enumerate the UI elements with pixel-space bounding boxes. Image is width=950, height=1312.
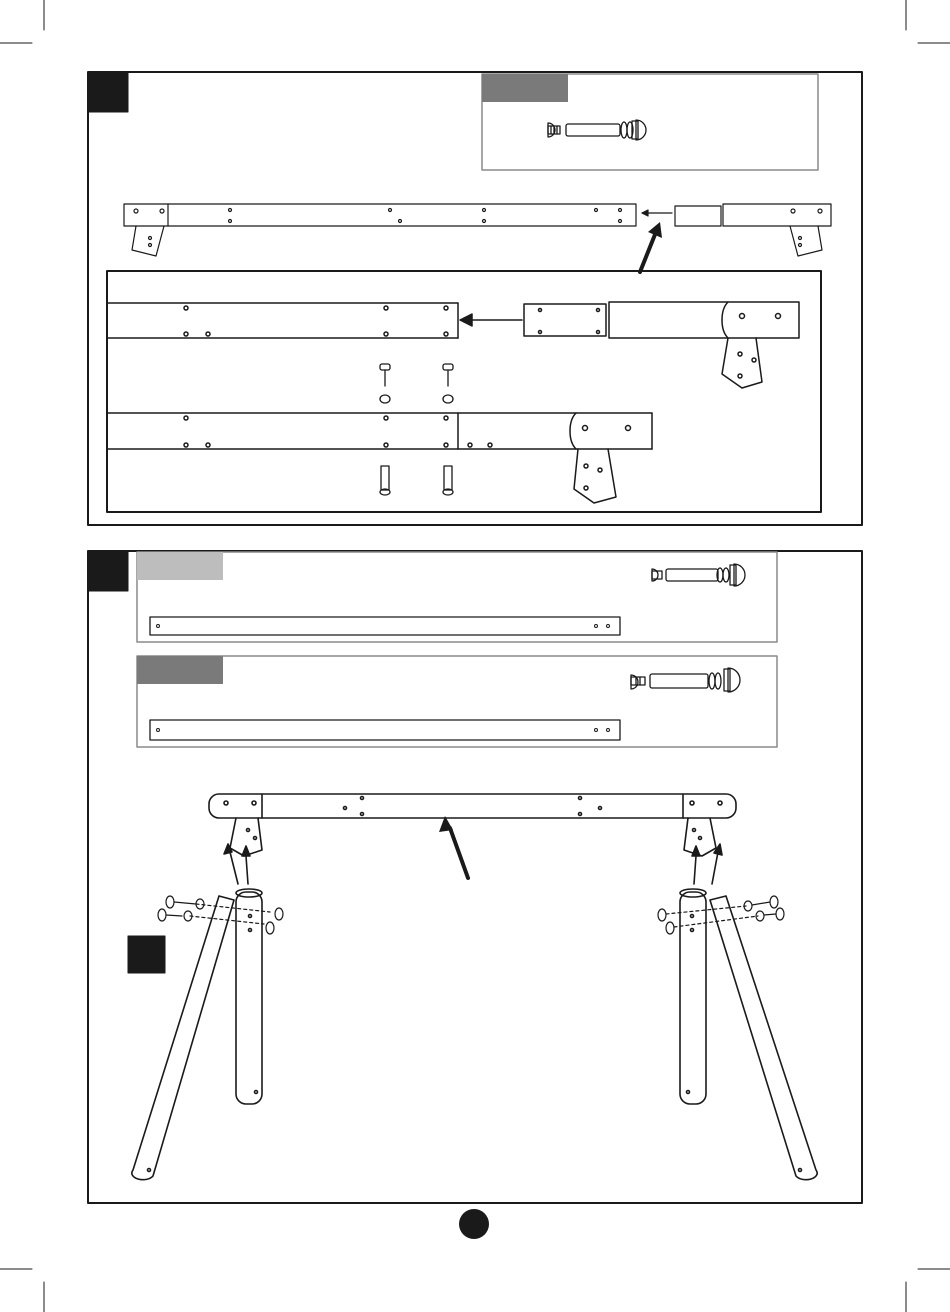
step-b-parts-tab-2 [137,656,223,684]
step-a-frame [88,72,862,525]
step-b-parts-tab-1 [137,552,223,580]
step-a-parts-tab [482,74,568,102]
detail-beam-separated [107,302,799,388]
bolt-set-icon [548,120,646,140]
step-b-parts-box-2 [137,656,777,747]
top-bar-pointer-arrow [450,828,468,878]
step-b-bar-1 [150,617,620,635]
step-b-frame [88,551,862,1203]
left-legs [132,844,262,1180]
detail-beam-joined [107,413,652,503]
bolt-set-icon [631,668,740,692]
detail-bolts [380,364,453,495]
step-b-badge [88,551,128,591]
step-a-detail-box [107,271,821,512]
left-leg-bolts [158,896,283,934]
overview-top-beam [124,204,831,256]
detail-pointer-arrow [640,232,656,272]
right-legs [680,844,817,1180]
step-b-sub-badge [128,936,165,973]
bolt-set-icon [652,564,745,586]
right-leg-bolts [658,896,784,934]
step-b-parts-box-1 [137,552,777,642]
swing-top-bar [209,794,736,856]
page-number-badge [459,1209,489,1239]
step-a-badge [88,72,128,112]
step-b-bar-2 [150,720,620,740]
